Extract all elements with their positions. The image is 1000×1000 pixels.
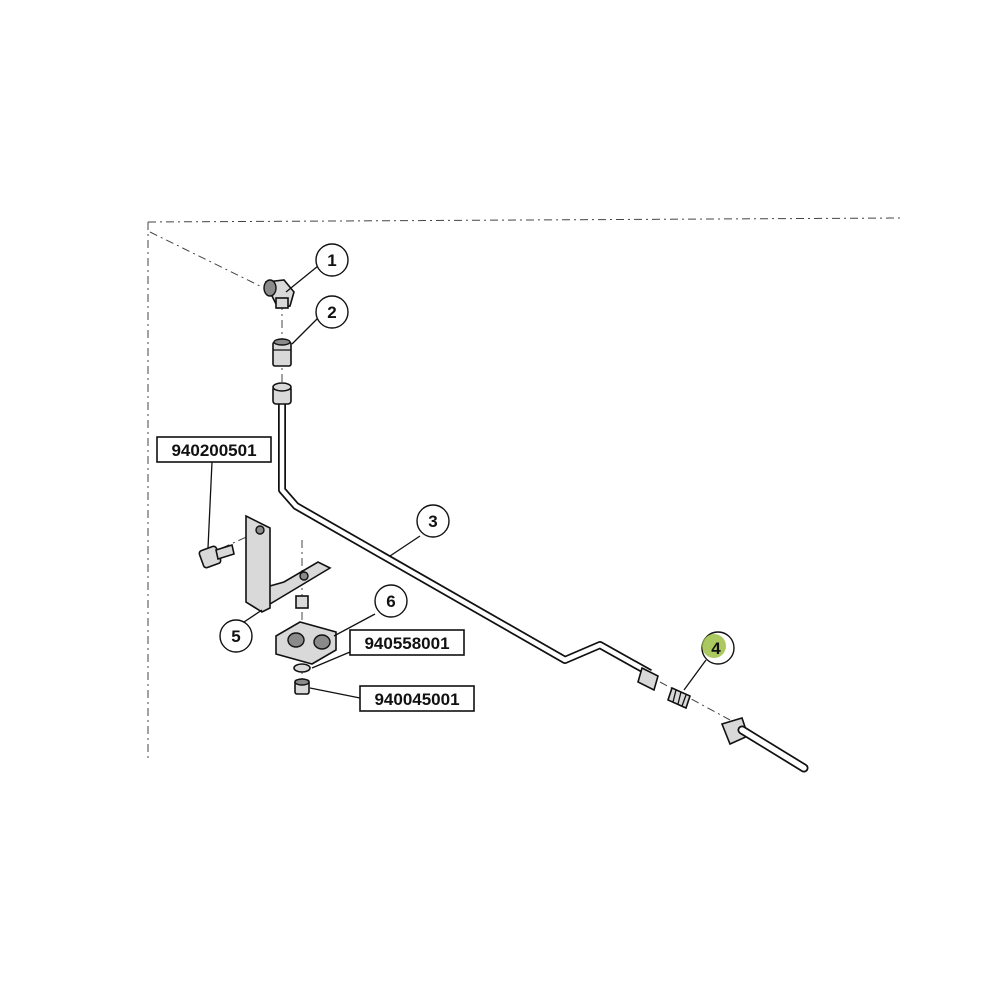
bracket — [245, 514, 332, 613]
leader-5 — [243, 609, 263, 623]
leader-6 — [333, 613, 376, 637]
pipe-clamp — [275, 595, 337, 665]
frame-top-line — [147, 217, 901, 223]
leader-screw — [309, 687, 361, 699]
mating-pipe — [720, 717, 809, 773]
bolt — [198, 543, 235, 569]
centerline-fitting-1 — [149, 231, 263, 288]
svg-text:1: 1 — [327, 251, 336, 270]
washer — [293, 663, 311, 673]
leader-washer — [311, 651, 351, 669]
svg-text:940200501: 940200501 — [171, 441, 256, 460]
leader-3 — [389, 535, 421, 557]
part-number-washer: 940558001 — [349, 629, 465, 656]
svg-text:5: 5 — [231, 627, 240, 646]
callout-1: 1 — [315, 243, 349, 277]
svg-text:3: 3 — [428, 512, 437, 531]
svg-text:4: 4 — [711, 639, 721, 658]
connector-fitting — [667, 686, 691, 710]
callout-6: 6 — [374, 584, 408, 618]
leader-4 — [683, 659, 707, 691]
elbow-fitting — [263, 279, 295, 309]
callout-2: 2 — [315, 295, 349, 329]
part-number-bolt: 940200501 — [156, 436, 272, 463]
callout-3: 3 — [416, 504, 450, 538]
screw — [294, 678, 310, 695]
svg-text:940045001: 940045001 — [374, 690, 459, 709]
svg-text:6: 6 — [386, 592, 395, 611]
svg-text:940558001: 940558001 — [364, 634, 449, 653]
part-number-screw: 940045001 — [359, 685, 475, 712]
leader-bolt — [207, 461, 213, 549]
callout-5: 5 — [219, 619, 253, 653]
svg-text:2: 2 — [327, 303, 336, 322]
callout-4-highlighted: 4 — [701, 631, 735, 665]
leader-2 — [291, 317, 319, 345]
leader-1 — [285, 265, 319, 293]
union-fitting — [272, 338, 292, 367]
pipe — [272, 382, 659, 692]
